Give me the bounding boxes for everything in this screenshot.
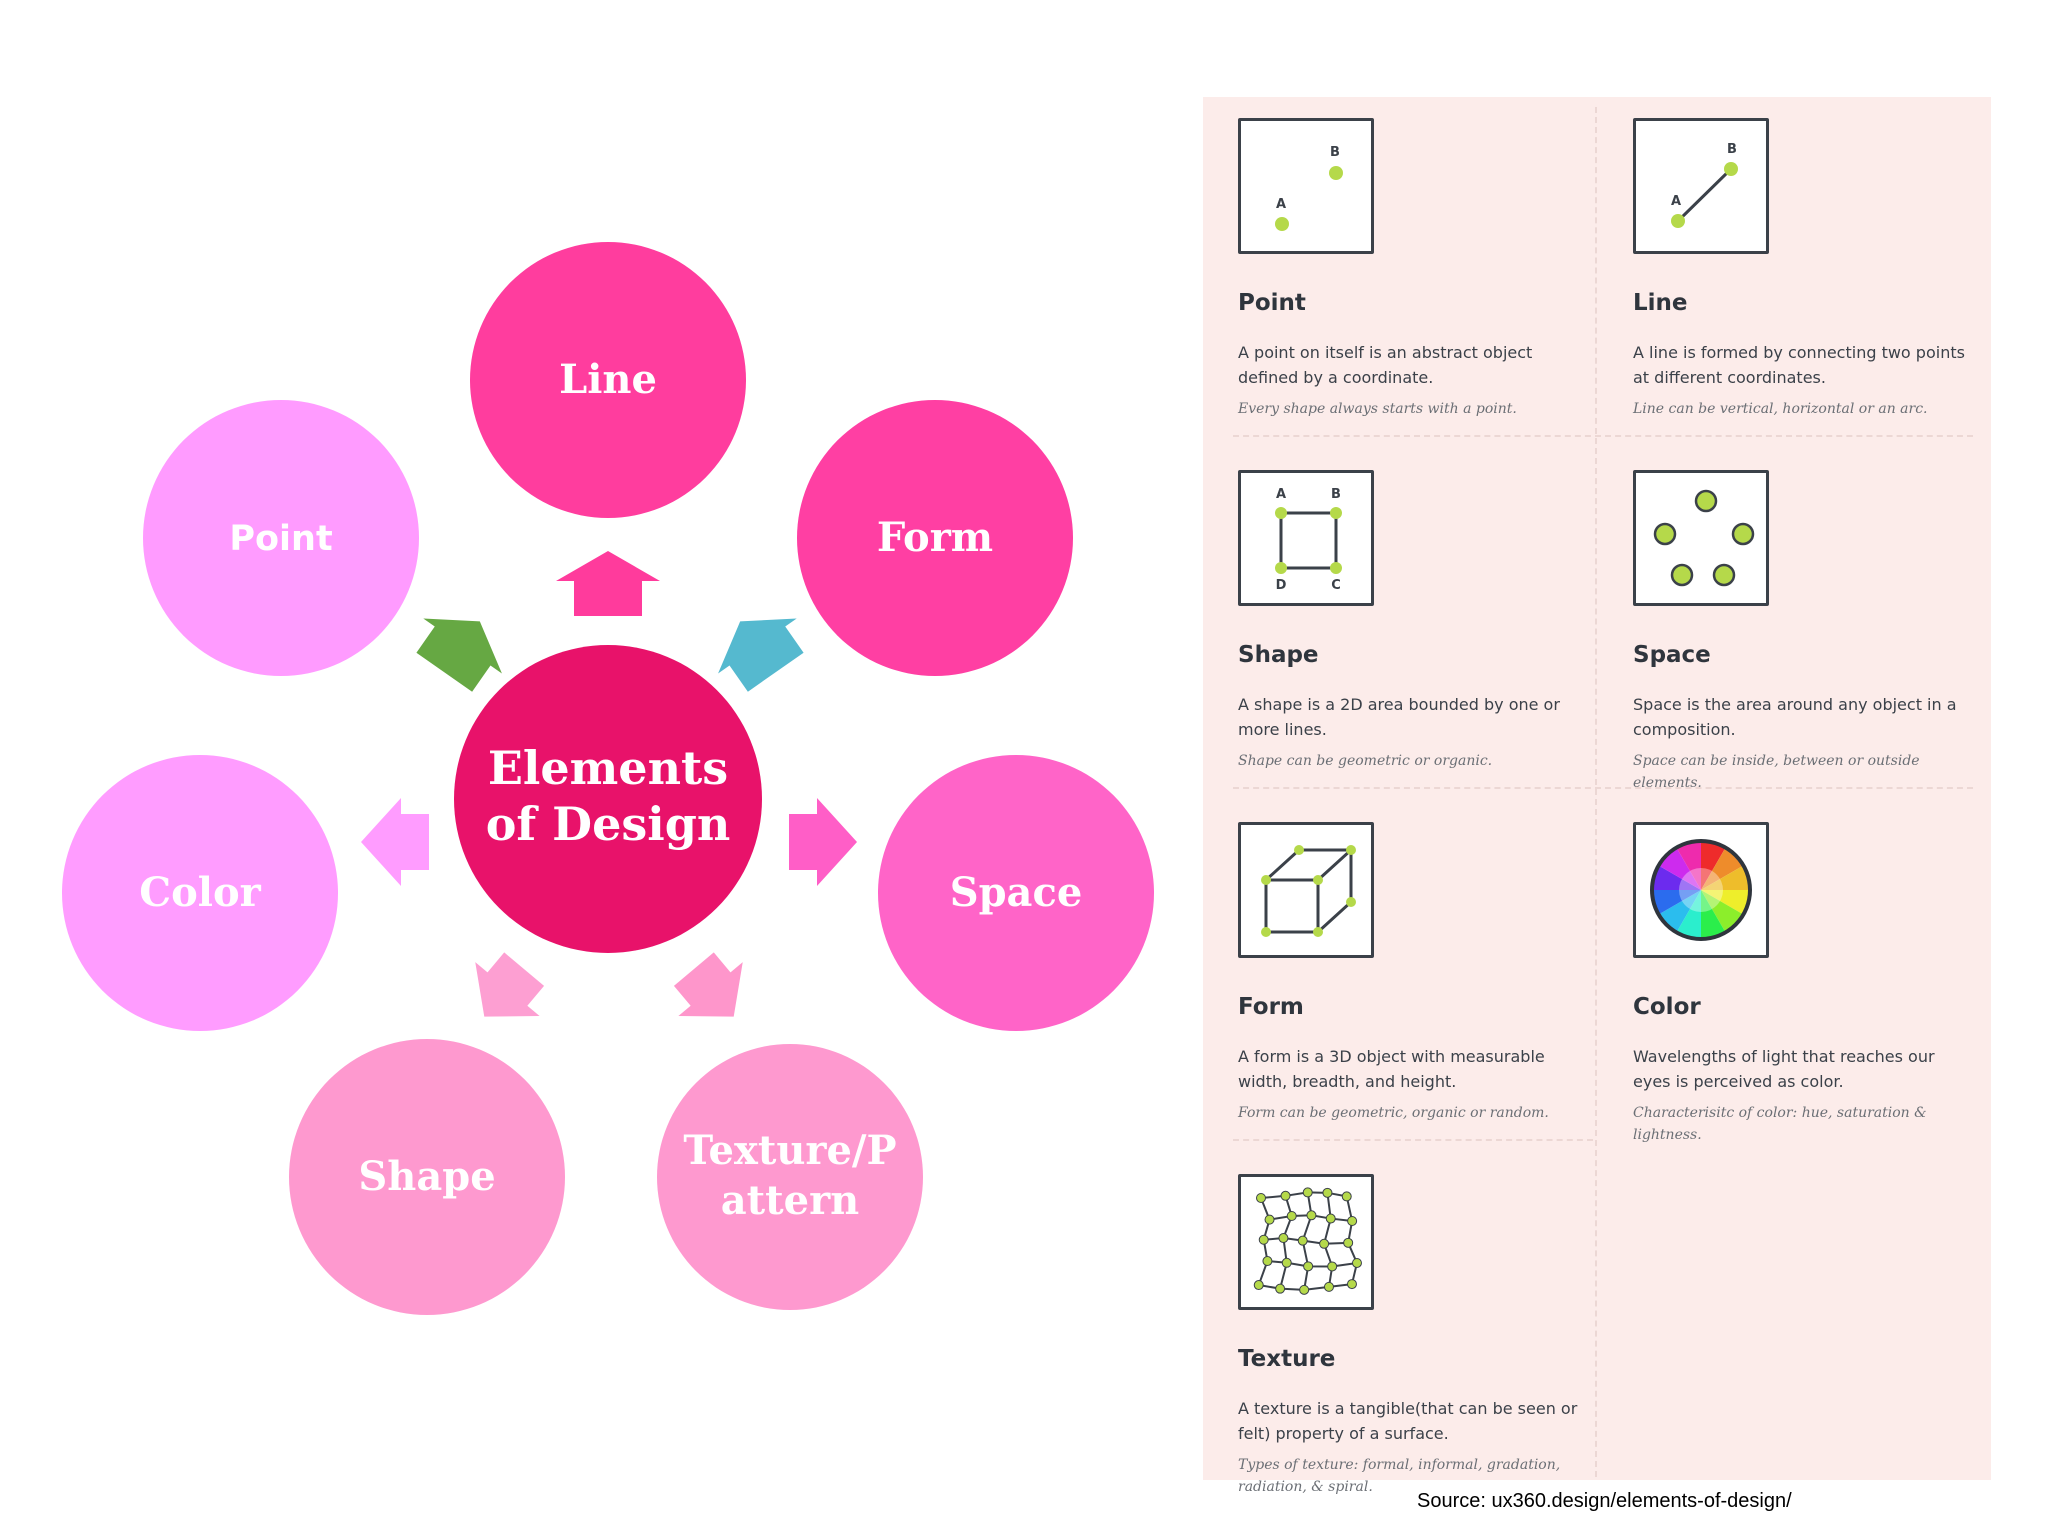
node-space-circle [878,755,1154,1031]
node-point-circle [143,400,419,676]
arrow-up-right [718,618,804,692]
card-texture-note: Types of texture: formal, informal, grad… [1238,1457,1561,1495]
line-label-a: A [1671,194,1681,209]
center-label-line2: of Design [486,797,731,851]
node-line-label: Line [559,356,657,403]
cube-icon [1238,822,1374,958]
card-shape-title: Shape [1238,642,1319,668]
elements-reference-panel: B A Point A point on itself is an abstra… [1203,97,1991,1495]
card-line-desc: A line is formed by connecting two point… [1633,343,1965,387]
row-divider-1 [1233,435,1973,437]
node-texture-label-line2: attern [721,1177,859,1224]
arrow-up-left [416,618,502,692]
shape-label-b: B [1331,487,1341,502]
arrow-down-left [475,952,545,1017]
node-shape-label: Shape [358,1153,495,1200]
color-wheel-segment [1676,841,1701,890]
card-point-desc: A point on itself is an abstract object … [1238,343,1533,387]
node-form-circle [797,400,1073,676]
card-point-note: Every shape always starts with a point. [1238,401,1517,417]
color-wheel-segment [1701,890,1744,933]
line-label-b: B [1727,142,1737,157]
color-wheel-segment [1652,865,1701,890]
card-shape-desc: A shape is a 2D area bounded by one or m… [1238,695,1560,739]
point-icon: B A [1238,118,1374,254]
card-form-desc: A form is a 3D object with measurable wi… [1238,1047,1545,1091]
square-icon: A B D C [1238,470,1374,606]
color-wheel-segment [1658,890,1701,933]
color-wheel-segment [1652,890,1701,915]
card-space-title: Space [1633,642,1711,668]
shape-label-a: A [1276,487,1286,502]
color-wheel-segment [1701,847,1744,890]
card-space-desc: Space is the area around any object in a… [1633,695,1957,739]
source-caption: Source: ux360.design/elements-of-design/ [1417,1490,1792,1512]
row-divider-2 [1233,787,1973,789]
card-texture-desc: A texture is a tangible(that can be seen… [1238,1399,1578,1443]
column-divider [1595,107,1597,1477]
node-color-circle [62,755,338,1031]
point-dot-a [1275,217,1289,231]
node-color-label: Color [139,869,261,916]
color-wheel-segment [1658,847,1701,890]
arrow-right [789,798,857,886]
node-form-label: Form [877,514,993,561]
color-wheel-segment [1701,890,1726,939]
grid-texture-icon [1238,1174,1374,1310]
node-texture-label-line1: Texture/P [683,1127,896,1174]
center-circle [454,645,762,953]
dots-icon [1633,470,1769,606]
arrow-down-right [673,952,743,1017]
color-wheel-icon [1633,822,1769,958]
card-line-title: Line [1633,290,1688,316]
elements-of-design-diagram: Elements of Design Line Point Form Color… [62,242,1154,1315]
node-shape-circle [289,1039,565,1315]
center-label-line1: Elements [488,741,728,795]
arrow-left [361,798,429,886]
point-label-a: A [1276,197,1286,212]
color-wheel-segment [1676,890,1701,939]
point-dot-b [1329,166,1343,180]
node-point-label: Point [229,519,332,559]
shape-label-d: D [1276,578,1287,593]
card-color-note: Characterisitc of color: hue, saturation… [1633,1105,1927,1143]
card-form-title: Form [1238,994,1304,1020]
node-texture-circle [657,1044,923,1310]
row-divider-3 [1233,1139,1593,1141]
card-color-title: Color [1633,994,1701,1020]
point-label-b: B [1330,145,1340,160]
card-color-desc: Wavelengths of light that reaches our ey… [1633,1047,1935,1091]
node-space-label: Space [950,869,1083,916]
node-line-circle [470,242,746,518]
color-wheel-segment [1701,841,1726,890]
shape-label-c: C [1331,578,1341,593]
card-point-title: Point [1238,290,1306,316]
card-line-note: Line can be vertical, horizontal or an a… [1633,401,1928,417]
card-shape-note: Shape can be geometric or organic. [1238,753,1493,769]
color-wheel-segment [1701,865,1750,890]
arrow-up [556,551,660,616]
card-space-note: Space can be inside, between or outside … [1633,753,1920,791]
line-icon: B A [1633,118,1769,254]
color-wheel-segment [1701,890,1750,915]
card-texture-title: Texture [1238,1346,1336,1372]
card-form-note: Form can be geometric, organic or random… [1238,1105,1549,1121]
